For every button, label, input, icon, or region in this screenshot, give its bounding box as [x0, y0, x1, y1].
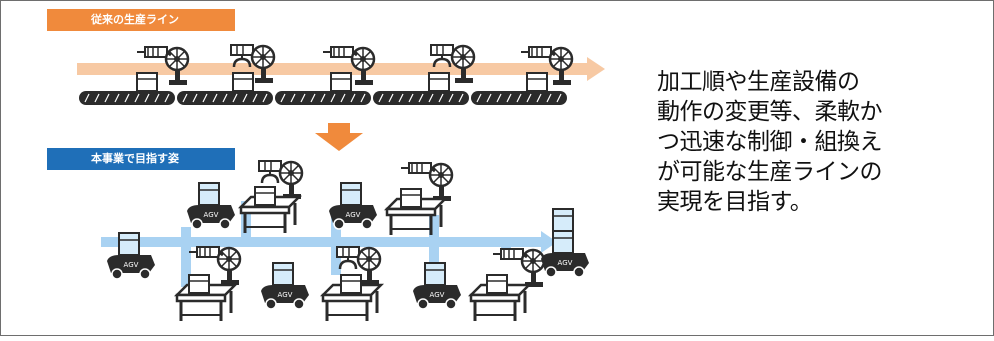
- production-line-diagram: AGV AGV AGV: [1, 1, 641, 337]
- svg-text:AGV: AGV: [124, 261, 139, 269]
- svg-text:AGV: AGV: [204, 211, 219, 219]
- old-line-label: 従来の生産ライン: [47, 9, 235, 31]
- svg-text:AGV: AGV: [346, 211, 361, 219]
- diagram-canvas: AGV AGV AGV: [77, 43, 605, 323]
- caption-text: 加工順や生産設備の 動作の変更等、柔軟か つ迅速な制御・組換え が可能な生産ライ…: [657, 69, 883, 215]
- svg-text:AGV: AGV: [430, 291, 445, 299]
- conveyor-belt-icon: [78, 90, 568, 106]
- svg-text:AGV: AGV: [278, 291, 293, 299]
- old-line-boxes: [136, 72, 548, 92]
- old-flow-arrowhead: [587, 57, 605, 81]
- new-line-label: 本事業で目指す姿: [47, 148, 235, 170]
- agv-cart-icon: AGV AGV AGV: [107, 182, 589, 310]
- transition-arrow-icon: [315, 123, 363, 151]
- svg-text:AGV: AGV: [558, 259, 573, 267]
